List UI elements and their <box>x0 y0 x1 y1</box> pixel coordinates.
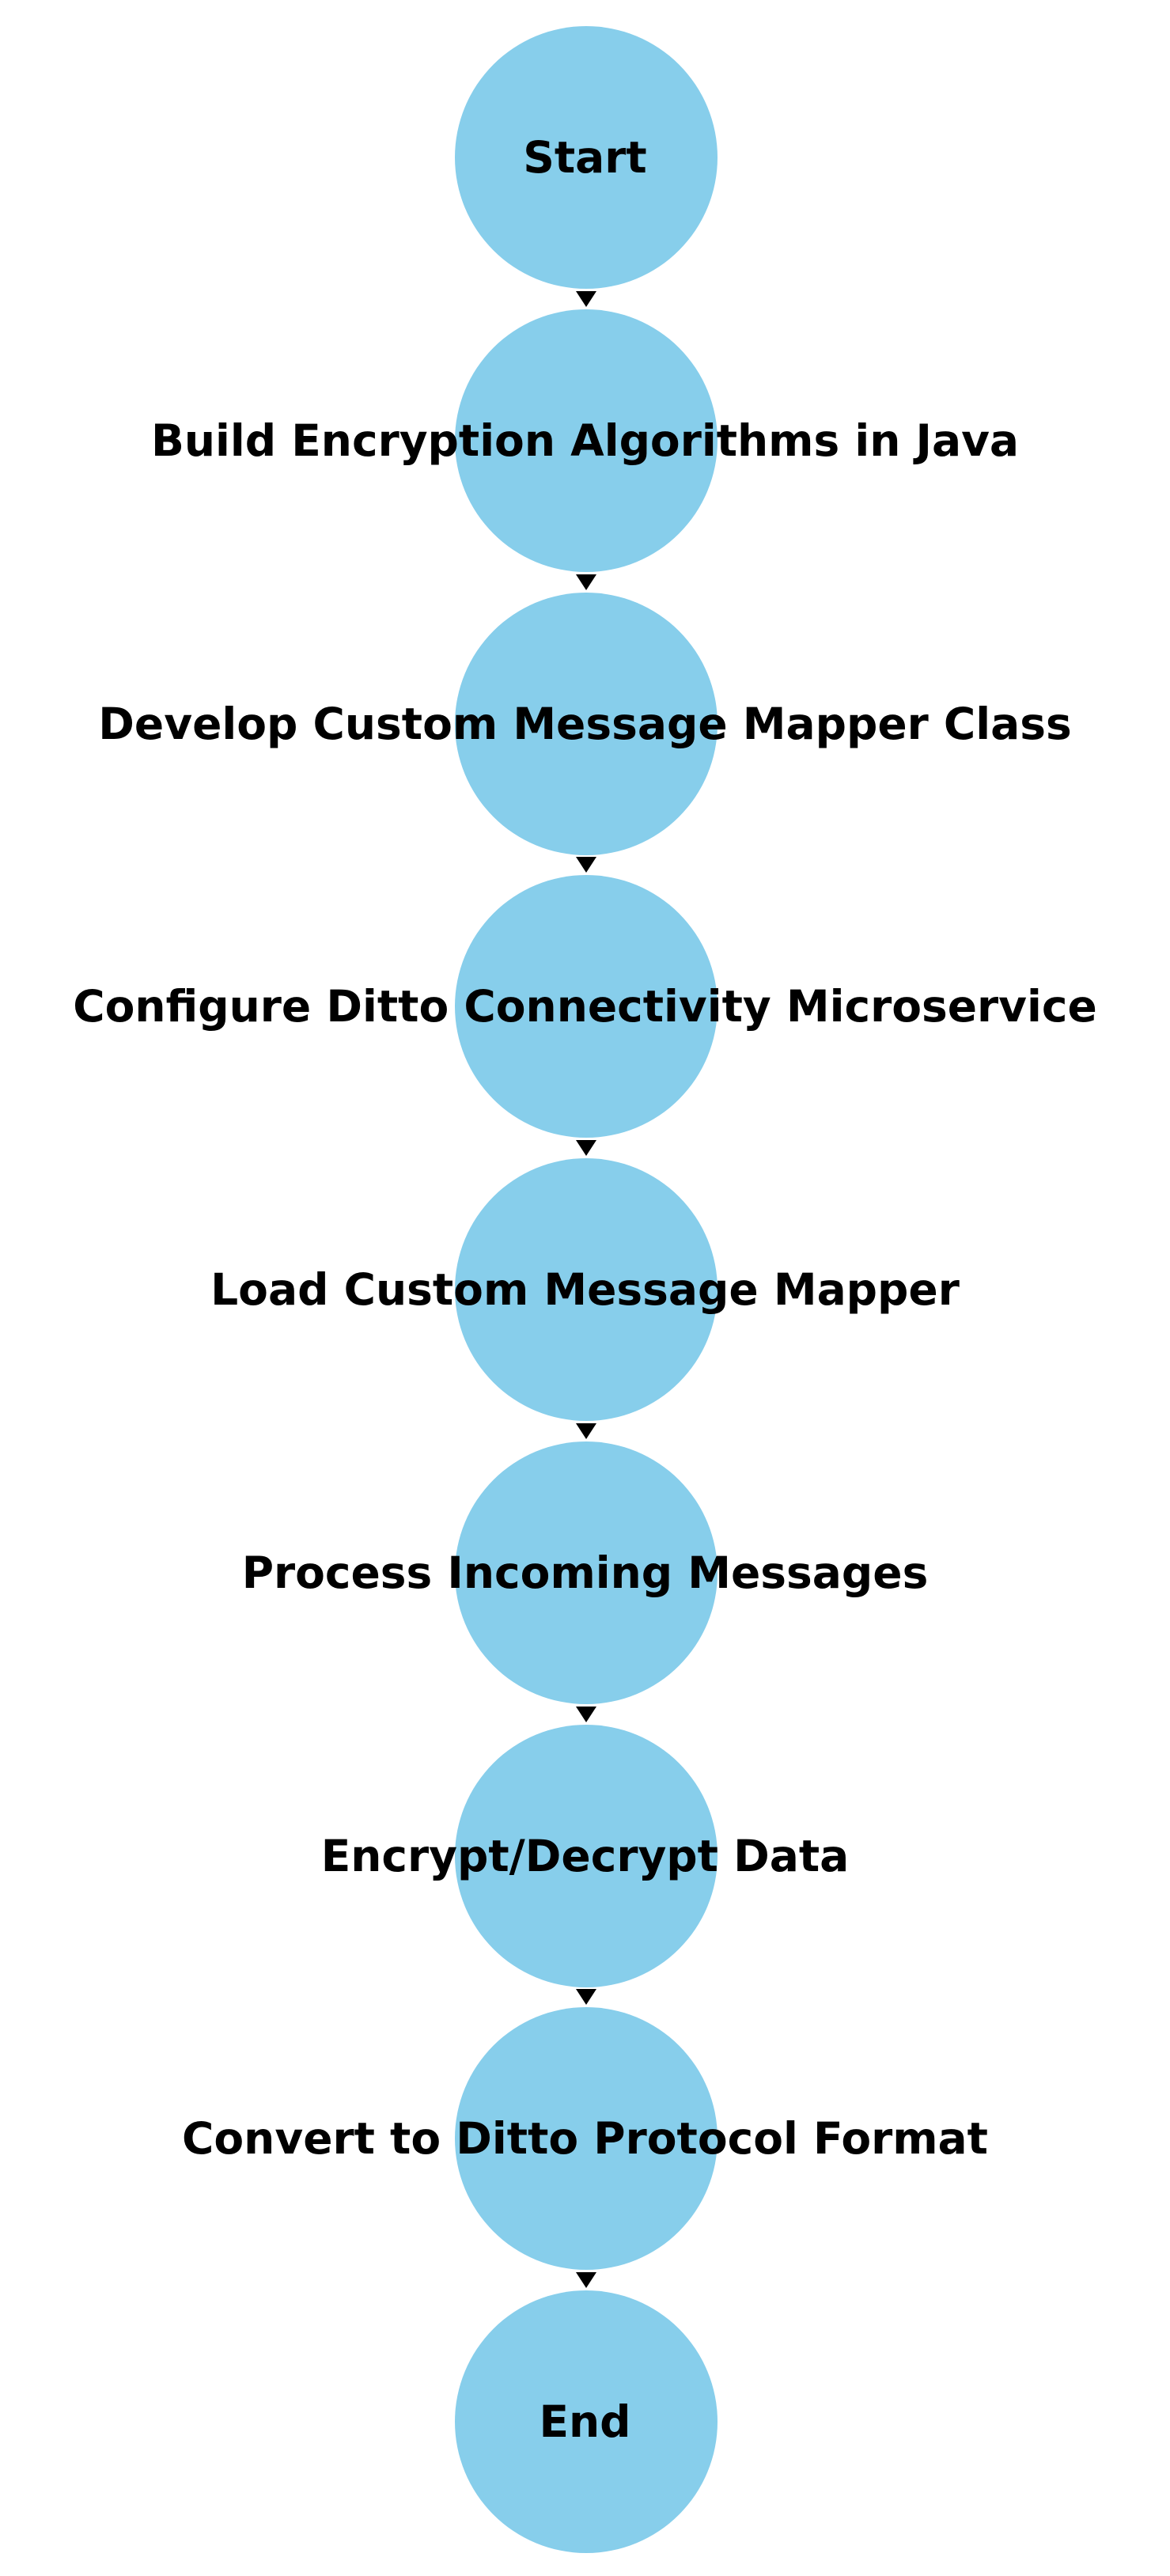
flowchart-node-label-convert-protocol: Convert to Ditto Protocol Format <box>182 2113 988 2165</box>
flowchart-node-circle-configure-ditto <box>455 875 718 1138</box>
arrow-down-icon <box>576 1422 596 1439</box>
flowchart-node-circle-load-mapper <box>455 1158 718 1421</box>
flowchart-node-circle-process-messages <box>455 1441 718 1704</box>
flowchart-node-circle-end <box>455 2290 718 2553</box>
flowchart-node-label-load-mapper: Load Custom Message Mapper <box>210 1264 960 1315</box>
flowchart-node-label-build-encryption: Build Encryption Algorithms in Java <box>150 415 1020 466</box>
flowchart-node-label-develop-mapper: Develop Custom Message Mapper Class <box>98 698 1072 749</box>
flowchart-node-label-end: End <box>539 2396 631 2447</box>
flowchart-node-circle-encrypt-decrypt <box>455 1724 718 1987</box>
arrow-down-icon <box>576 2272 596 2288</box>
flowchart-node-label-start: Start <box>523 132 647 183</box>
arrow-down-icon <box>576 857 596 873</box>
arrow-down-icon <box>576 574 596 590</box>
flowchart-node-label-encrypt-decrypt: Encrypt/Decrypt Data <box>320 1830 850 1881</box>
arrow-down-icon <box>576 290 596 307</box>
flowchart-node-circle-build-encryption <box>455 309 718 572</box>
arrow-down-icon <box>576 1140 596 1156</box>
flowchart-node-label-process-messages: Process Incoming Messages <box>241 1547 929 1598</box>
flowchart-node-label-configure-ditto: Configure Ditto Connectivity Microservic… <box>73 981 1097 1032</box>
flowchart-node-circle-develop-mapper <box>455 592 718 855</box>
arrow-down-icon <box>576 1706 596 1722</box>
arrow-down-icon <box>576 1989 596 2006</box>
flowchart-node-circle-convert-protocol <box>455 2007 718 2271</box>
flowchart-node-circle-start <box>455 26 718 289</box>
